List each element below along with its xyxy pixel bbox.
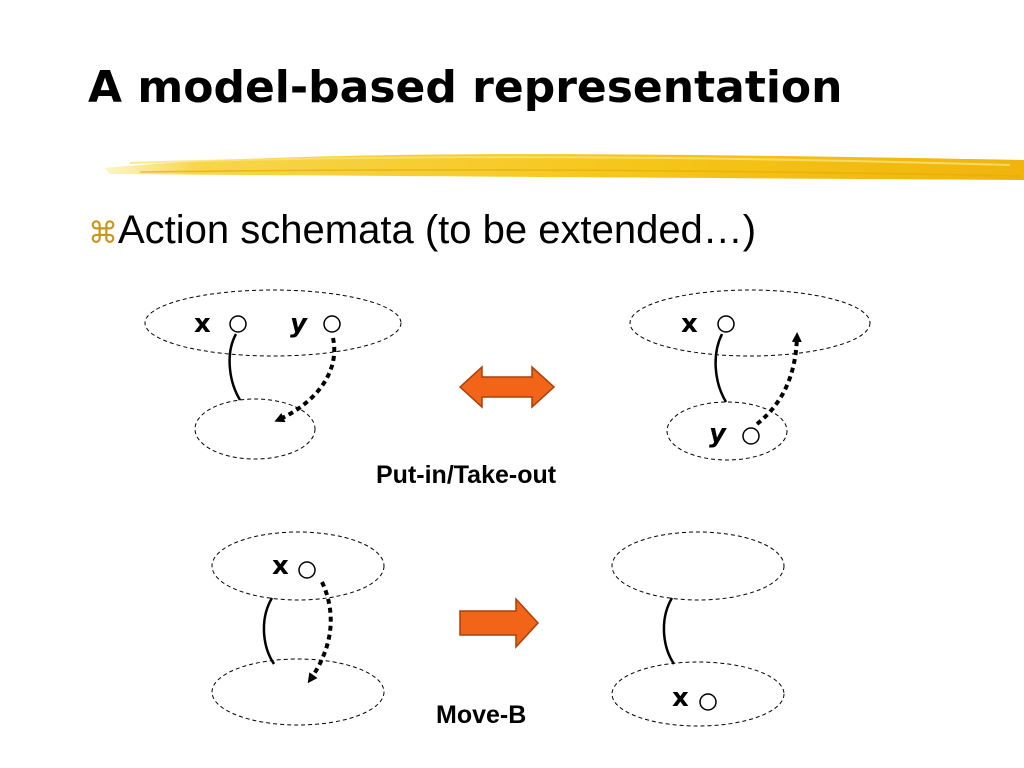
double-arrow-icon — [458, 365, 556, 409]
move-dashed-arrow — [274, 337, 337, 423]
upper-container-ellipse — [611, 531, 785, 601]
var-x-label: x — [681, 309, 698, 339]
move-b-left-schema: x — [211, 531, 385, 726]
caption-move-b: Move-B — [436, 701, 526, 729]
slide-title: A model-based representation — [88, 62, 843, 113]
link-line — [662, 597, 676, 665]
node-x — [699, 693, 717, 711]
lower-container-ellipse — [611, 661, 785, 727]
upper-container-ellipse — [144, 289, 402, 357]
lower-container-ellipse — [194, 398, 316, 460]
put-in-left-schema: x y — [144, 289, 402, 460]
put-in-right-schema: x y — [629, 289, 871, 461]
caption-put-in-take-out: Put-in/Take-out — [376, 461, 557, 489]
right-arrow-icon — [459, 597, 540, 649]
node-y — [742, 427, 760, 445]
upper-container-ellipse — [211, 531, 385, 601]
var-x-label: x — [194, 309, 211, 339]
link-line — [228, 333, 242, 401]
var-y-label: y — [290, 309, 308, 339]
node-x — [229, 315, 247, 333]
node-y — [323, 315, 341, 333]
node-x — [298, 561, 316, 579]
lower-container-ellipse — [666, 401, 788, 461]
var-x-label: x — [672, 683, 689, 713]
node-x — [717, 315, 735, 333]
upper-container-ellipse — [629, 289, 871, 357]
link-line — [262, 597, 276, 665]
bullet-text: Action schemata (to be extended…) — [118, 208, 757, 252]
link-line — [714, 333, 728, 403]
bullet-item: ⌘Action schemata (to be extended…) — [88, 208, 756, 253]
move-b-right-schema: x — [611, 531, 785, 727]
move-dashed-arrow — [307, 581, 333, 684]
lower-container-ellipse — [211, 658, 385, 726]
move-dashed-arrow — [755, 332, 802, 426]
bullet-icon: ⌘ — [88, 216, 118, 251]
var-x-label: x — [272, 551, 289, 581]
var-y-label: y — [709, 419, 727, 449]
